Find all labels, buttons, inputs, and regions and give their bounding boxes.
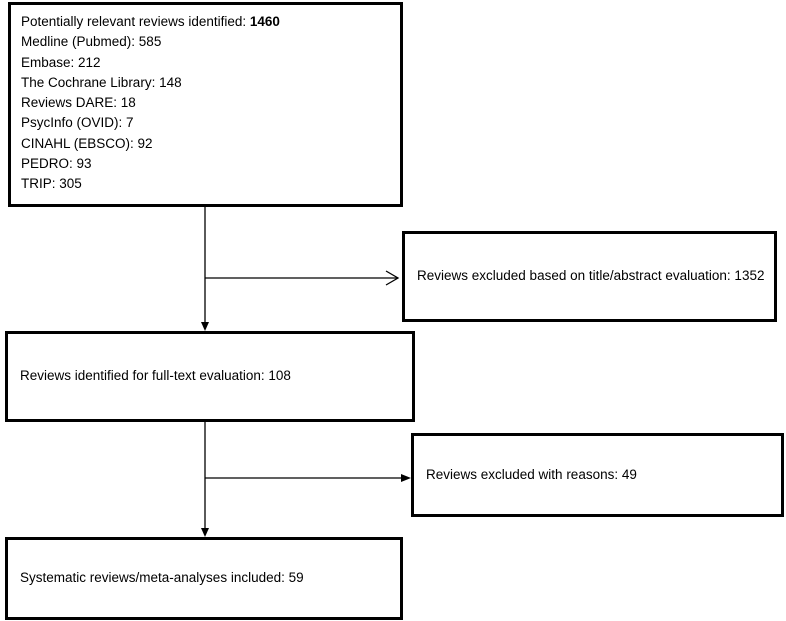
source-cinahl: CINAHL (EBSCO): 92 — [21, 135, 153, 151]
source-embase: Embase: 212 — [21, 54, 101, 70]
source-dare: Reviews DARE: 18 — [21, 95, 136, 111]
identified-title-label: Potentially relevant reviews identified: — [21, 14, 247, 29]
source-psycinfo: PsycInfo (OVID): 7 — [21, 115, 134, 131]
arrowhead-to-reasons-exclusion — [401, 474, 411, 482]
fulltext-evaluation-text: Reviews identified for full-text evaluat… — [20, 368, 291, 384]
source-pedro: PEDRO: 93 — [21, 156, 92, 172]
source-medline: Medline (Pubmed): 585 — [21, 34, 162, 50]
arrowhead-to-fulltext — [201, 322, 209, 331]
included-reviews-text: Systematic reviews/meta-analyses include… — [20, 570, 304, 586]
identified-reviews-box: Potentially relevant reviews identified:… — [8, 2, 403, 207]
source-trip: TRIP: 305 — [21, 176, 82, 192]
included-reviews-box: Systematic reviews/meta-analyses include… — [5, 537, 403, 620]
identified-total-value: 1460 — [249, 14, 280, 29]
fulltext-evaluation-box: Reviews identified for full-text evaluat… — [5, 331, 415, 422]
excluded-title-abstract-text: Reviews excluded based on title/abstract… — [417, 268, 765, 284]
arrowhead-to-included — [201, 528, 209, 537]
arrow-open-head-title-exclusion — [385, 270, 400, 286]
identified-title-line: Potentially relevant reviews identified:… — [21, 12, 400, 32]
excluded-title-abstract-box: Reviews excluded based on title/abstract… — [402, 231, 777, 322]
excluded-with-reasons-box: Reviews excluded with reasons: 49 — [411, 433, 784, 517]
excluded-with-reasons-text: Reviews excluded with reasons: 49 — [426, 466, 637, 482]
source-cochrane: The Cochrane Library: 148 — [21, 74, 182, 90]
